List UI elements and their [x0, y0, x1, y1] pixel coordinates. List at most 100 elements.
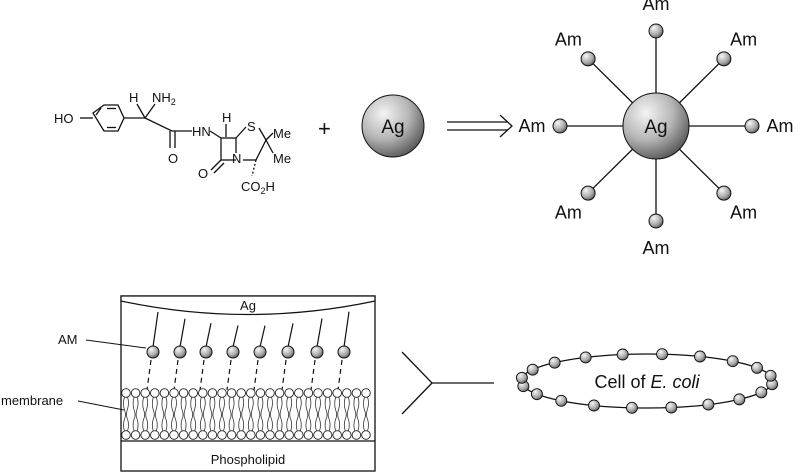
lipid-tail [295, 396, 299, 420]
am-callout-label: AM [58, 332, 78, 347]
plus-sign: + [318, 116, 331, 141]
lipid-head [169, 430, 179, 440]
methyl-bond [265, 132, 274, 141]
lipid-tail [309, 418, 312, 432]
lipid-head [140, 430, 150, 440]
lipid-tail [213, 418, 216, 432]
lipid-head [150, 430, 160, 440]
lipid-tail [238, 418, 241, 432]
lipid-tail [299, 418, 302, 432]
lipid-head [236, 430, 246, 440]
lipid-tail [193, 396, 197, 420]
lipid-head [294, 388, 304, 398]
lipid-tail [305, 396, 309, 420]
lipid-tail [209, 418, 212, 432]
lipid-head [207, 388, 218, 398]
lipid-tail [199, 396, 203, 420]
carboxyl-bond [251, 159, 257, 177]
cell-bound-bead [764, 369, 777, 382]
cell-bound-bead [694, 350, 706, 363]
cell-bound-bead [755, 386, 768, 399]
alpha-h-label: H [129, 90, 138, 105]
lipid-head [130, 430, 141, 440]
convergence-connector [401, 351, 494, 415]
amide-n-ring-bond [209, 130, 222, 139]
am-ligand-bead [744, 118, 760, 134]
lipid-head [274, 388, 285, 398]
lipid-tail [353, 396, 357, 420]
am-callout-line [85, 339, 147, 349]
lipid-tail [228, 396, 232, 420]
lipid-tail [190, 396, 194, 420]
lipid-tail [183, 396, 187, 420]
lipid-tail [367, 418, 369, 432]
ag-surface-label: Ag [240, 298, 256, 313]
am-linkers [146, 311, 351, 391]
lipid-tail [347, 418, 350, 432]
lipid-head [236, 388, 246, 398]
lipid-tail [184, 418, 187, 432]
linker-stem [287, 323, 294, 348]
alpha-carbonyl-bond [144, 117, 173, 132]
lipid-head [342, 388, 352, 398]
lipid-tail [203, 418, 206, 432]
am-ligand-label: Am [767, 116, 794, 136]
lipid-head [198, 388, 208, 398]
lipid-tail [222, 396, 225, 420]
lipid-head [198, 430, 208, 440]
lipid-head [178, 388, 189, 398]
lipid-tail [145, 396, 149, 420]
thiazolidine-ring [235, 126, 247, 139]
lipid-tail [290, 418, 293, 432]
lipid-head [207, 430, 218, 440]
lipid-tail [209, 396, 213, 420]
ag-surface-layer [120, 295, 376, 316]
am-ligand-bead [716, 185, 732, 201]
lipid-tail [165, 418, 168, 432]
lipid-tail [363, 396, 366, 420]
amide-nh-label: HN [192, 124, 211, 139]
lipid-tail [279, 396, 283, 420]
lipid-tail [295, 418, 298, 432]
reaction-arrow [447, 114, 513, 138]
lipid-head [255, 430, 266, 440]
lipid-tail [171, 396, 174, 420]
lipid-head [274, 430, 285, 440]
cell-bound-bead [555, 394, 568, 407]
lipid-tail [319, 418, 321, 432]
am-ligand-label: Am [730, 30, 757, 50]
lipid-tail [363, 418, 365, 432]
cell-bound-bead [616, 348, 629, 361]
lipid-tail [123, 418, 125, 432]
lipid-tail [151, 396, 155, 420]
linker-dashed-bond [146, 359, 152, 391]
lipid-tail [171, 418, 173, 432]
lipid-tail [271, 418, 273, 432]
am-bead [310, 345, 324, 359]
ring-n-label: N [232, 151, 241, 166]
cell-bound-bead [579, 351, 592, 364]
am-ligand-bead [648, 23, 664, 39]
lipid-head [361, 430, 371, 440]
am-bead [281, 345, 295, 359]
membrane-callout-label: membrane [1, 393, 63, 408]
lipid-head [140, 388, 150, 398]
lipid-tail [257, 396, 261, 420]
lipid-tail [161, 418, 164, 432]
sulfur-label: S [247, 119, 256, 134]
lipid-tail [261, 418, 264, 432]
lactam-carbonyl [210, 159, 222, 171]
lipid-tail [247, 418, 250, 432]
membrane-panel: Ag Phospholipid [120, 295, 376, 472]
linker-stem [205, 323, 212, 348]
linker-stem [232, 325, 239, 348]
linker-dashed-bond [226, 359, 232, 391]
lipid-tail [247, 396, 251, 420]
lipid-head [217, 430, 227, 440]
cell-bound-bead [733, 393, 746, 406]
lipid-tail [231, 396, 235, 420]
lipid-head [351, 430, 362, 440]
lipid-tail [202, 396, 206, 420]
lipid-head [188, 430, 198, 440]
am-ligand-label: Am [643, 0, 670, 14]
